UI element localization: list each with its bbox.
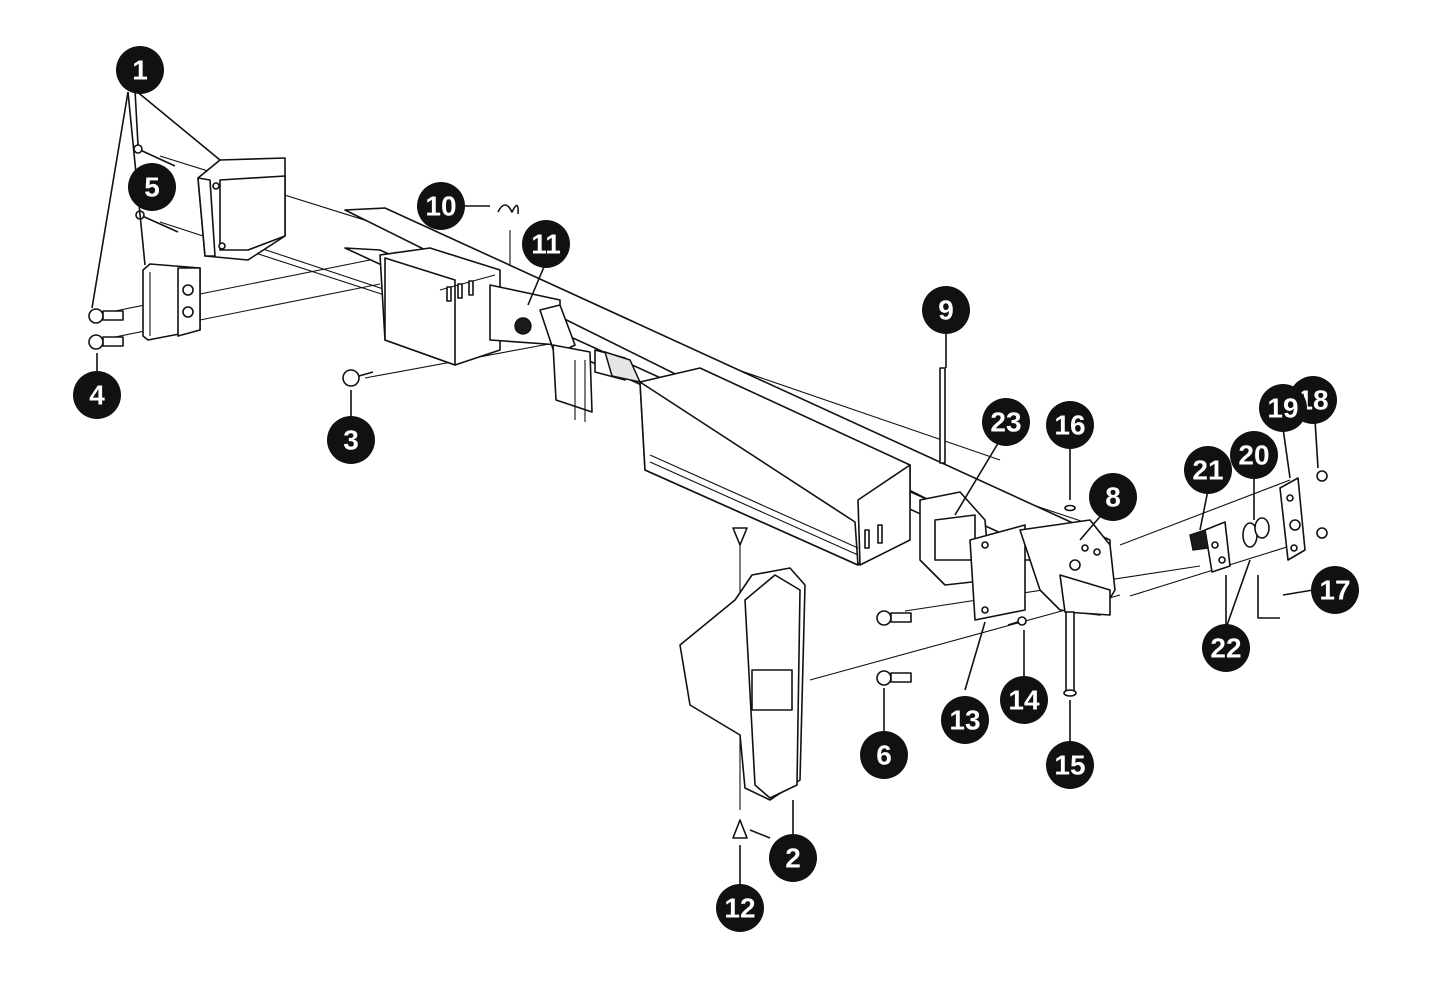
pins — [939, 367, 1077, 697]
svg-text:12: 12 — [724, 893, 755, 924]
svg-text:14: 14 — [1008, 685, 1040, 716]
callout-9: 9 — [922, 286, 970, 334]
callout-14: 14 — [1000, 676, 1048, 724]
svg-text:10: 10 — [425, 191, 456, 222]
svg-text:22: 22 — [1210, 633, 1241, 664]
end-cap-cover — [197, 157, 286, 261]
callout-13: 13 — [941, 696, 989, 744]
svg-text:5: 5 — [144, 172, 160, 203]
svg-text:23: 23 — [990, 407, 1021, 438]
svg-text:21: 21 — [1192, 455, 1223, 486]
leader-lines — [91, 89, 1319, 888]
callout-10: 10 — [417, 182, 465, 230]
callout-20: 20 — [1230, 431, 1278, 479]
strike-assembly — [1189, 470, 1328, 619]
callout-11: 11 — [522, 220, 570, 268]
svg-text:11: 11 — [531, 229, 561, 260]
mounting-bracket — [142, 263, 201, 341]
callout-16: 16 — [1046, 401, 1094, 449]
spring-and-clip — [342, 204, 519, 387]
callout-19: 19 — [1259, 384, 1307, 432]
svg-text:13: 13 — [949, 705, 980, 736]
callout-2: 2 — [769, 834, 817, 882]
callout-21: 21 — [1184, 446, 1232, 494]
svg-text:17: 17 — [1319, 575, 1350, 606]
screws-front — [732, 527, 1027, 839]
callout-8: 8 — [1089, 473, 1137, 521]
svg-text:4: 4 — [89, 380, 105, 411]
latch-mechanism — [489, 284, 642, 422]
callout-6: 6 — [860, 731, 908, 779]
callout-15: 15 — [1046, 741, 1094, 789]
svg-text:15: 15 — [1054, 750, 1085, 781]
callout-1: 1 — [116, 46, 164, 94]
dogging-mechanism — [919, 491, 1116, 621]
svg-text:9: 9 — [938, 295, 954, 326]
svg-text:16: 16 — [1054, 410, 1085, 441]
callout-17: 17 — [1311, 566, 1359, 614]
svg-text:6: 6 — [876, 740, 892, 771]
svg-text:2: 2 — [785, 843, 801, 874]
callout-5: 5 — [128, 163, 176, 211]
svg-text:19: 19 — [1267, 393, 1298, 424]
svg-text:20: 20 — [1238, 440, 1269, 471]
svg-text:1: 1 — [132, 55, 148, 86]
callout-3: 3 — [327, 416, 375, 464]
callout-4: 4 — [73, 371, 121, 419]
callout-23: 23 — [982, 398, 1030, 446]
svg-text:8: 8 — [1105, 482, 1121, 513]
svg-text:3: 3 — [343, 425, 359, 456]
rail-housing — [639, 367, 911, 566]
push-pad-cover — [679, 567, 806, 801]
callout-12: 12 — [716, 884, 764, 932]
callout-22: 22 — [1202, 624, 1250, 672]
